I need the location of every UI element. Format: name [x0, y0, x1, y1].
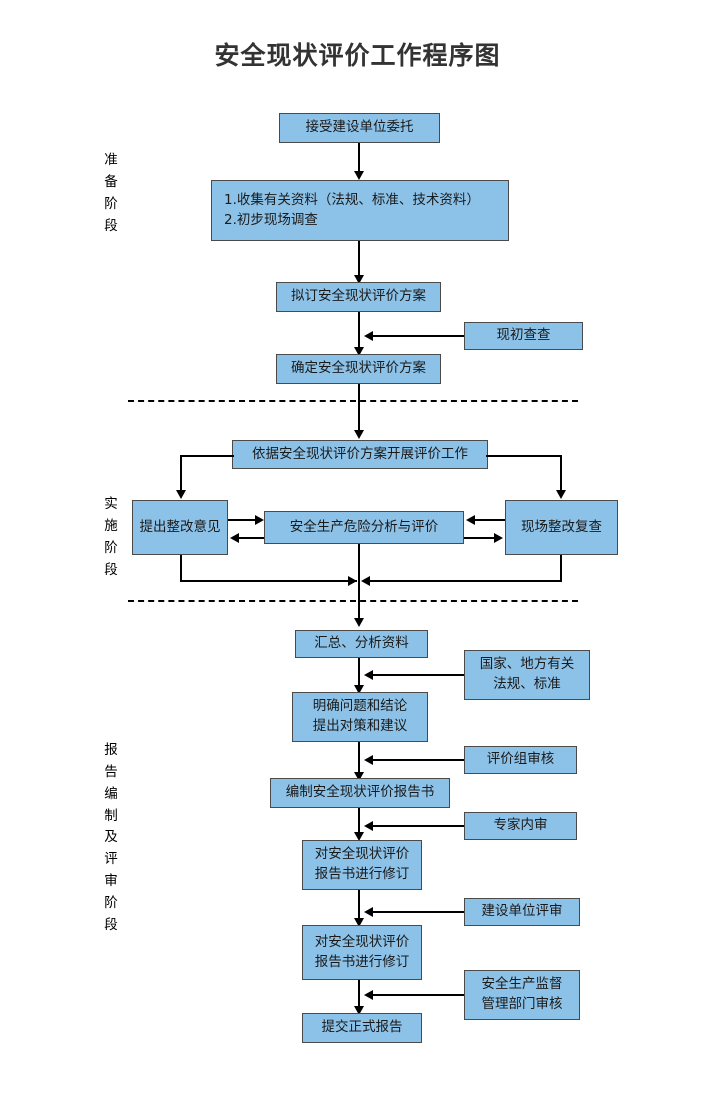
phase-label-reporting: 报告编制及评审阶段 — [104, 742, 118, 933]
node-revise-report-2[interactable]: 对安全现状评价 报告书进行修订 — [302, 925, 422, 980]
node-risk-analysis[interactable]: 安全生产危险分析与评价 — [264, 511, 464, 544]
node-collect-data[interactable]: 1.收集有关资料（法规、标准、技术资料） 2.初步现场调查 — [211, 180, 509, 241]
node-submit-report[interactable]: 提交正式报告 — [302, 1013, 422, 1043]
arrowhead-conclusion — [354, 685, 364, 694]
connector-collect-to-draft — [358, 241, 360, 280]
arrowhead-revise-report-1 — [354, 832, 364, 841]
arrowhead-merge-from-left — [348, 576, 357, 586]
connector-survey-to-confirm — [371, 335, 464, 337]
node-revise-report-1-line2: 报告书进行修订 — [314, 866, 410, 882]
node-accept-commission[interactable]: 接受建设单位委托 — [279, 113, 440, 143]
connector-revise1-to-revise2 — [358, 890, 360, 925]
arrowhead-risk-from-recheck — [466, 515, 475, 525]
connector-rectification-to-risk — [228, 519, 256, 521]
connector-rectification-down — [180, 555, 182, 582]
connector-conduct-to-right-branch — [486, 455, 562, 457]
arrowhead-submit-from-authority-review — [364, 990, 373, 1000]
phase-divider-2 — [128, 600, 578, 602]
node-collect-data-line2: 2.初步现场调查 — [224, 211, 318, 228]
connector-expert-review-to-revise1 — [371, 825, 464, 827]
phase-divider-1 — [128, 400, 578, 402]
arrowhead-merge-from-right — [361, 576, 370, 586]
connector-rectification-merge — [180, 580, 357, 582]
connector-owner-review-to-revise2 — [371, 911, 464, 913]
node-onsite-recheck[interactable]: 现场整改复查 — [505, 500, 618, 555]
connector-revise2-to-submit — [358, 980, 360, 1013]
node-conclusion-line1: 明确问题和结论 — [312, 698, 408, 715]
phase-label-implementation: 实施阶段 — [104, 496, 118, 578]
arrowhead-risk-from-rectification — [255, 515, 264, 525]
node-national-local-line2: 法规、标准 — [493, 676, 561, 692]
node-revise-report-1-line1: 对安全现状评价 — [314, 846, 410, 863]
node-revise-report-2-line1: 对安全现状评价 — [314, 933, 410, 950]
connector-left-branch-down — [180, 455, 182, 493]
node-authority-review-line2: 管理部门审核 — [481, 996, 563, 1012]
node-authority-review-line1: 安全生产监督 — [481, 976, 563, 993]
connector-risk-to-rectification — [238, 537, 264, 539]
arrowhead-collect — [354, 171, 364, 180]
phase-label-preparation: 准备阶段 — [104, 152, 118, 234]
arrowhead-draft-plan — [354, 275, 364, 284]
node-conclusion-line2: 提出对策和建议 — [312, 718, 408, 734]
connector-compile-to-revise1 — [358, 808, 360, 838]
connector-risk-to-recheck — [464, 537, 495, 539]
arrowhead-rectification-from-risk — [230, 533, 239, 543]
connector-recheck-down — [560, 555, 562, 582]
arrowhead-revise-report-2 — [354, 918, 364, 927]
page-title: 安全现状评价工作程序图 — [214, 41, 501, 70]
node-group-review[interactable]: 评价组审核 — [464, 746, 577, 774]
arrowhead-submit-report — [354, 1006, 364, 1015]
arrowhead-rectification-opinion — [176, 490, 186, 499]
arrowhead-revise2-from-owner-review — [364, 907, 373, 917]
node-revise-report-1[interactable]: 对安全现状评价 报告书进行修订 — [302, 840, 422, 890]
connector-conduct-to-left-branch — [180, 455, 234, 457]
node-summarize-data[interactable]: 汇总、分析资料 — [295, 630, 428, 658]
arrowhead-summarize-data — [354, 618, 364, 627]
node-national-local-regs[interactable]: 国家、地方有关 法规、标准 — [464, 650, 590, 700]
arrowhead-onsite-recheck — [556, 490, 566, 499]
connector-draft-to-confirm — [358, 312, 360, 354]
node-expert-review[interactable]: 专家内审 — [464, 812, 577, 840]
node-confirm-plan[interactable]: 确定安全现状评价方案 — [276, 354, 441, 384]
arrowhead-confirm-from-survey — [364, 331, 373, 341]
arrowhead-compile-report — [354, 772, 364, 781]
connector-accept-to-collect — [358, 143, 360, 173]
node-conduct-evaluation[interactable]: 依据安全现状评价方案开展评价工作 — [232, 440, 488, 469]
connector-recheck-merge — [368, 580, 562, 582]
node-authority-review[interactable]: 安全生产监督 管理部门审核 — [464, 970, 580, 1020]
connector-group-review-to-compile — [371, 759, 464, 761]
connector-conclusion-to-compile — [358, 742, 360, 780]
node-owner-review[interactable]: 建设单位评审 — [464, 898, 580, 926]
node-conclusion[interactable]: 明确问题和结论 提出对策和建议 — [292, 692, 428, 742]
arrowhead-conduct-evaluation — [354, 430, 364, 439]
connector-confirm-to-conduct — [358, 384, 360, 432]
arrowhead-compile-from-group-review — [364, 755, 373, 765]
node-draft-plan[interactable]: 拟订安全现状评价方案 — [276, 282, 441, 312]
arrowhead-conclusion-from-regs — [364, 670, 373, 680]
connector-risk-down — [358, 544, 360, 622]
connector-summarize-to-conclusion — [358, 658, 360, 692]
node-rectification-opinion[interactable]: 提出整改意见 — [132, 500, 228, 555]
arrowhead-confirm-plan — [354, 347, 364, 356]
node-revise-report-2-line2: 报告书进行修订 — [314, 953, 410, 970]
arrowhead-revise1-from-expert-review — [364, 821, 373, 831]
node-national-local-line1: 国家、地方有关 — [479, 656, 575, 673]
arrowhead-recheck-from-risk — [494, 533, 503, 543]
node-compile-report[interactable]: 编制安全现状评价报告书 — [270, 778, 450, 808]
connector-recheck-to-risk — [474, 519, 505, 521]
connector-regs-to-conclusion — [371, 674, 464, 676]
connector-right-branch-down — [560, 455, 562, 493]
node-preliminary-survey[interactable]: 现初查查 — [464, 322, 583, 350]
node-collect-data-line1: 1.收集有关资料（法规、标准、技术资料） — [224, 191, 480, 208]
connector-authority-review-to-submit — [371, 994, 464, 996]
